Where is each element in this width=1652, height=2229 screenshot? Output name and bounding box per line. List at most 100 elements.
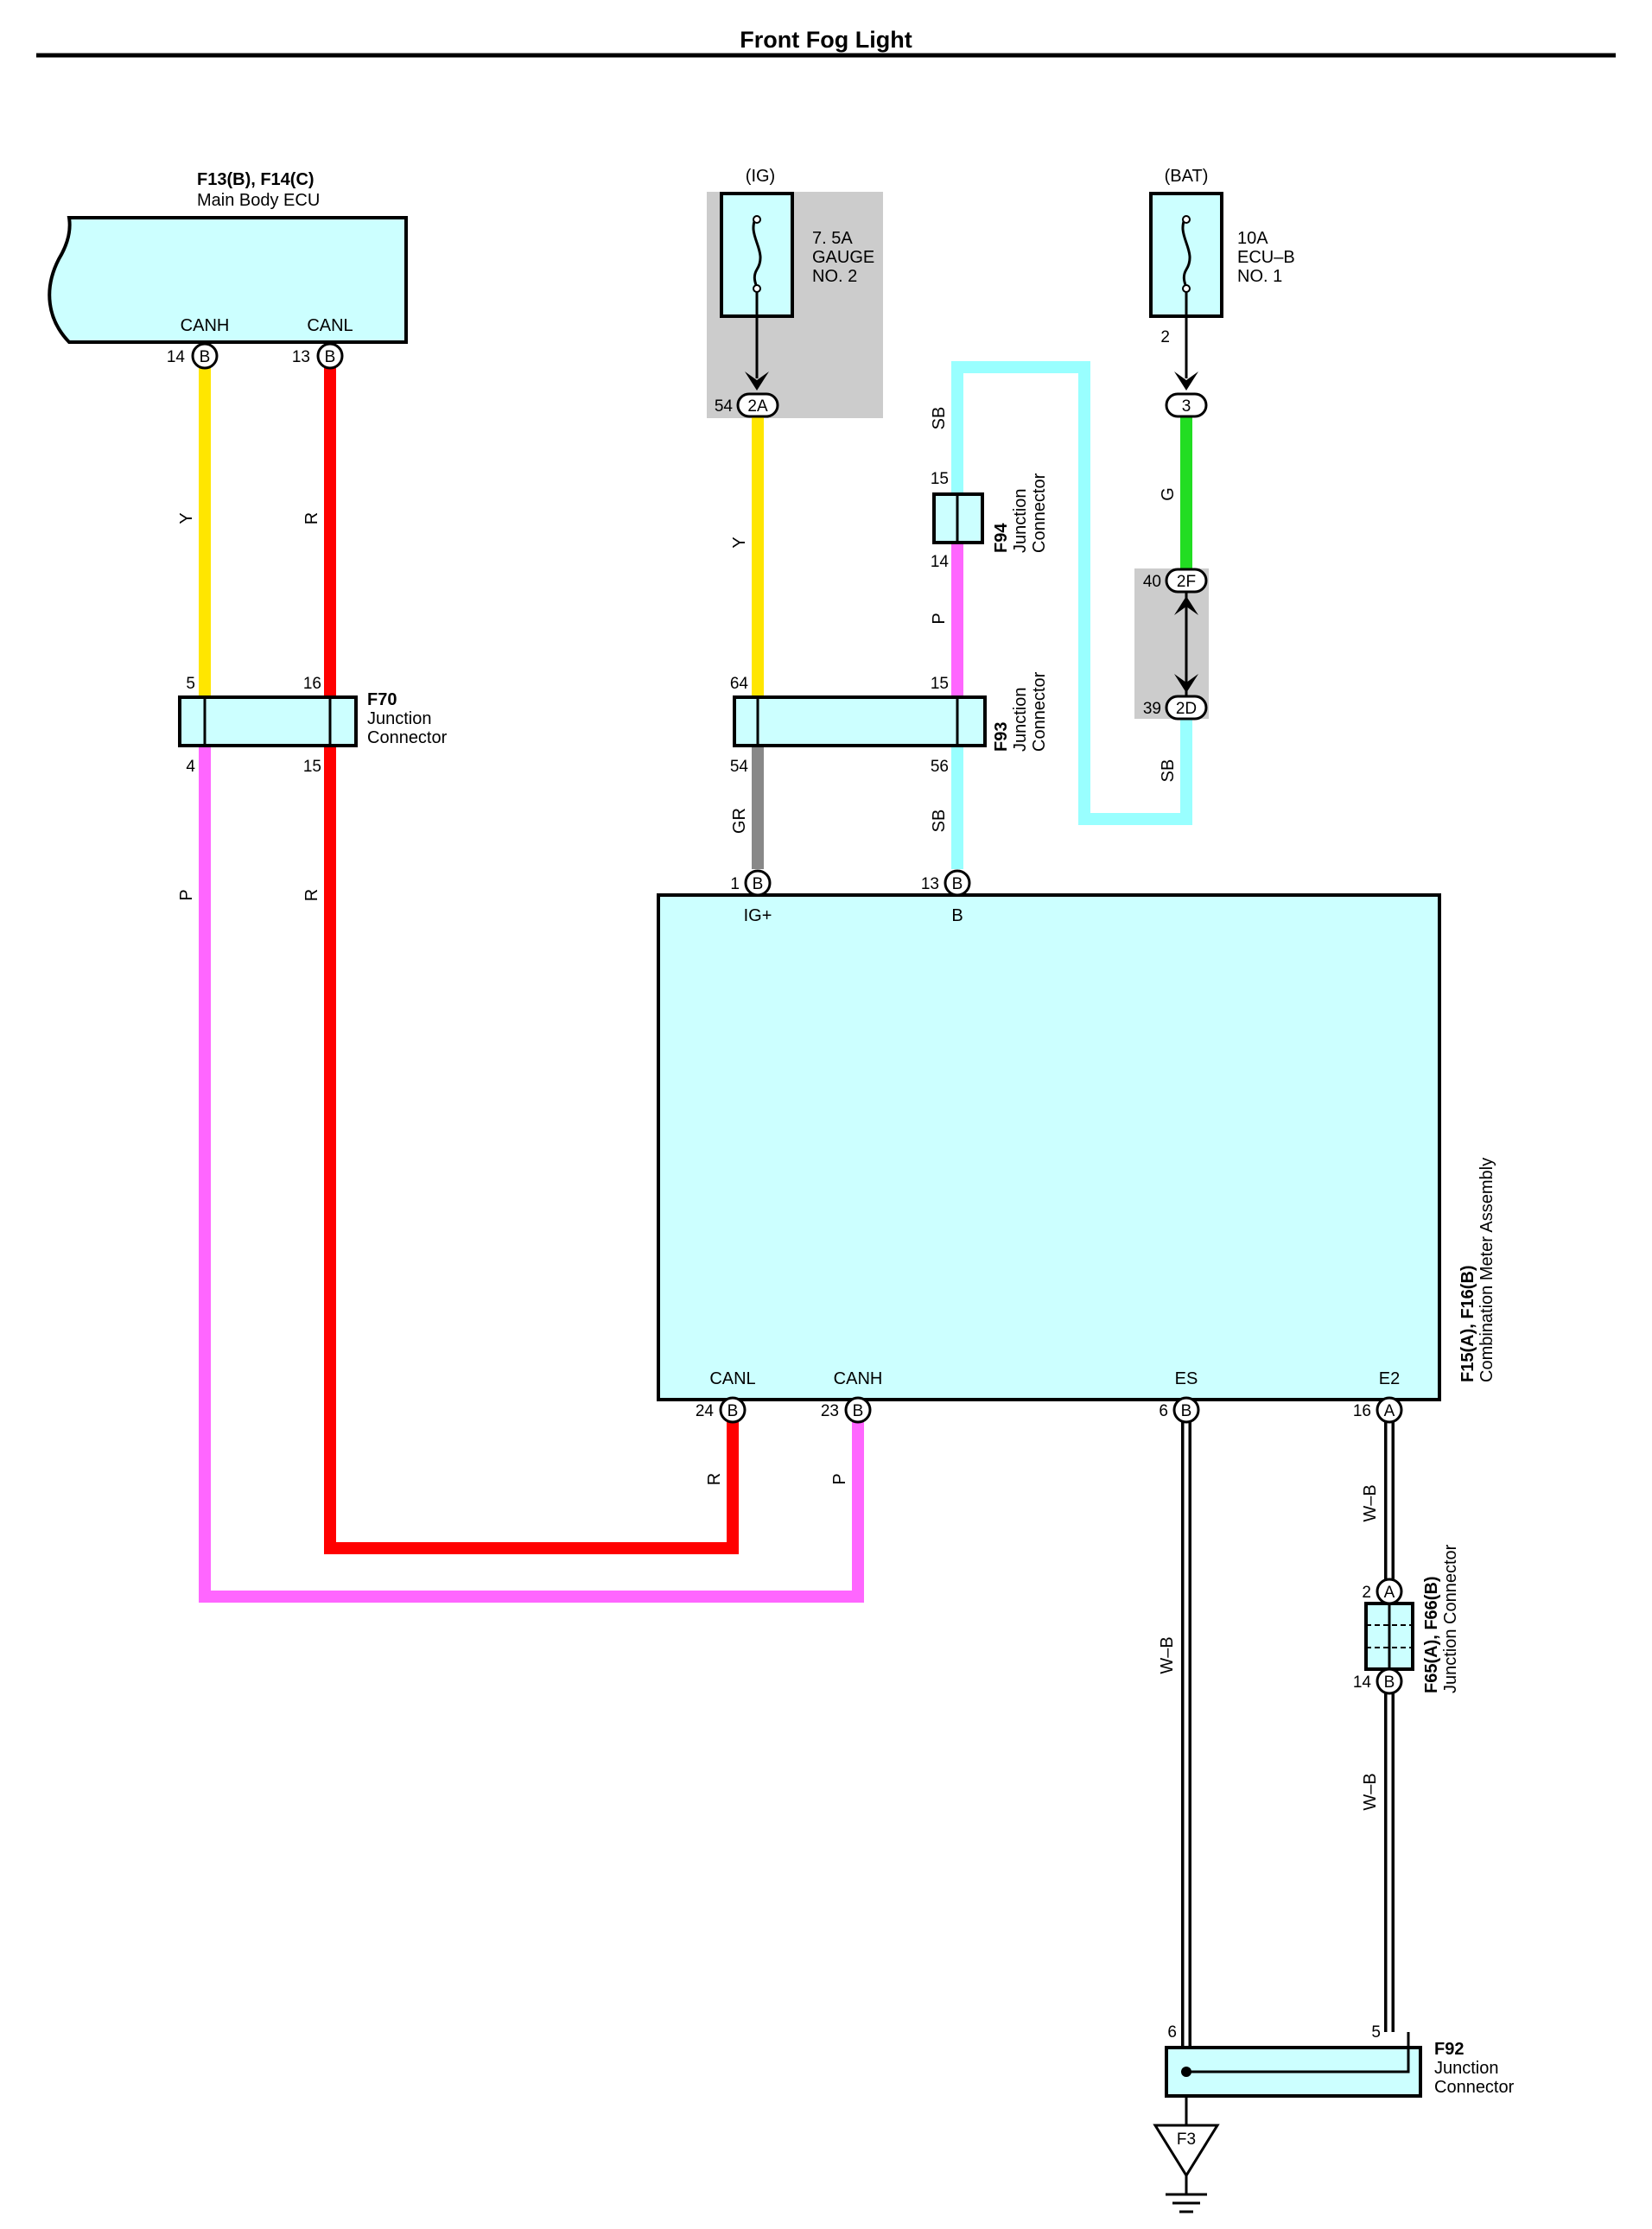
meter-b-pin [944,869,971,897]
wire-label-wb-3: W–B [1361,1773,1380,1810]
ground-label: F3 [1177,2131,1196,2149]
fuse-gauge-line3: NO. 2 [812,267,857,286]
fuse-gauge-line2: GAUGE [812,248,874,267]
wire-label-wb-1: W–B [1158,1636,1177,1673]
meter-canh-label: CANH [834,1369,883,1388]
f92-code: F92 [1434,2040,1464,2059]
junction-2d-num: 39 [1143,700,1161,718]
f70-pin-4: 4 [186,758,195,776]
f92-pin-6: 6 [1167,2023,1177,2042]
ecu-canl-label: CANL [307,316,353,335]
f65-pin-2-num: 2 [1362,1584,1371,1602]
meter-e2-pin-num: 16 [1353,1402,1371,1420]
junction-2d-arrow-icon [1174,674,1198,693]
meter-ig-pin [744,869,772,897]
f66-pin-14-num: 14 [1353,1673,1372,1692]
f70-junction-connector [178,695,358,747]
f93-line2: Connector [1030,671,1049,752]
meter-canl-pin-num: 24 [696,1402,715,1420]
junction-2f-arrow-icon [1174,596,1198,615]
f92-pin-5: 5 [1371,2023,1381,2042]
f92-line2: Connector [1434,2078,1515,2097]
junction-2a-num: 54 [715,397,734,416]
wire-sb-loop [951,361,1192,825]
f93-pin-15: 15 [931,675,949,693]
wire-r-canl-lower [324,747,739,1554]
wire-label-r-3: R [705,1473,724,1485]
fuse-ecub-arrow-icon [1174,372,1198,391]
f92-internal-bus [1186,2032,1410,2073]
fuse-ecub-line2: ECU–B [1237,248,1295,267]
f70-line2: Connector [367,728,448,747]
fuse-gauge-line1: 7. 5A [812,229,853,248]
fuse-gauge-terminal-top [753,215,761,224]
fuse-gauge-supply: (IG) [746,167,775,186]
wire-label-p-2: P [930,613,949,624]
junction-3-pin [1165,392,1208,418]
meter-ig-label: IG+ [744,906,772,925]
fuse-ecub-line1: 10A [1237,229,1268,248]
meter-e2-pin-letter: A [1384,1402,1395,1420]
f93-line1: Junction [1011,688,1030,753]
main-body-ecu [48,216,408,344]
f93-code: F93 [992,722,1011,752]
f93-pin-54: 54 [730,758,749,776]
f94-line2: Connector [1030,473,1049,553]
wire-label-gr: GR [730,808,749,834]
f94-line1: Junction [1011,489,1030,554]
bat-junction-block [1134,568,1209,719]
f93-junction-connector [733,695,987,747]
ecu-canh-pin-letter: B [200,348,211,366]
f94-pin-15: 15 [931,470,949,488]
fuse-ecub-icon [1181,215,1191,289]
page-title: Front Fog Light [740,27,912,53]
fuse-ecub-terminal-top [1182,215,1191,224]
meter-es-pin [1172,1396,1200,1424]
wire-label-wb-2: W–B [1361,1484,1380,1521]
wire-label-p-3: P [830,1473,849,1484]
fuse-ecub-pin: 2 [1160,328,1170,346]
fuse-ecub-line3: NO. 1 [1237,267,1282,286]
f70-pin-15: 15 [303,758,321,776]
f92-splice-dot [1181,2067,1191,2077]
ecu-canh-pin [191,342,219,370]
meter-b-pin-num: 13 [921,875,939,893]
meter-canl-label: CANL [709,1369,755,1388]
f70-pin-5: 5 [186,675,195,693]
fuse-gauge-terminal-bottom [753,284,761,293]
junction-2d-pin [1165,695,1208,721]
ecu-canl-pin [316,342,344,370]
f65-code: F65(A), F66(B) [1422,1576,1441,1693]
ecu-canh-label: CANH [181,316,230,335]
wire-label-sb-2: SB [930,810,949,833]
f93-label-group: F93 Junction Connector [992,671,1049,752]
wire-label-sb-1: SB [930,407,949,430]
meter-label-group: F15(A), F16(B) Combination Meter Assembl… [1458,1158,1496,1382]
junction-2f-label: 2F [1177,573,1196,591]
meter-ig-pin-letter: B [753,875,764,893]
f65-name: Junction Connector [1441,1544,1460,1693]
junction-2a-pin [736,392,779,418]
fuse-gauge-icon [752,215,762,289]
ecu-canl-pin-num: 13 [292,348,310,366]
ground-icon [1153,2124,1220,2178]
meter-canh-pin-num: 23 [821,1402,839,1420]
wire-label-y-2: Y [730,537,749,548]
meter-es-pin-letter: B [1181,1402,1192,1420]
meter-ig-pin-num: 1 [730,875,740,893]
f70-code: F70 [367,690,397,709]
meter-canh-pin-letter: B [853,1402,864,1420]
junction-2a-label: 2A [747,397,768,416]
f92-line1: Junction [1434,2059,1499,2078]
meter-b-label: B [951,906,963,925]
wire-label-p-1: P [177,889,196,900]
wire-label-r-2: R [302,889,321,901]
meter-name: Combination Meter Assembly [1477,1158,1496,1382]
ecu-code: F13(B), F14(C) [197,170,315,189]
f94-code: F94 [992,523,1011,553]
fuse-gauge-arrow-icon [745,372,769,391]
meter-e2-label: E2 [1379,1369,1400,1388]
f66-pin-14-letter: B [1384,1673,1395,1692]
f93-pin-56: 56 [931,758,949,776]
